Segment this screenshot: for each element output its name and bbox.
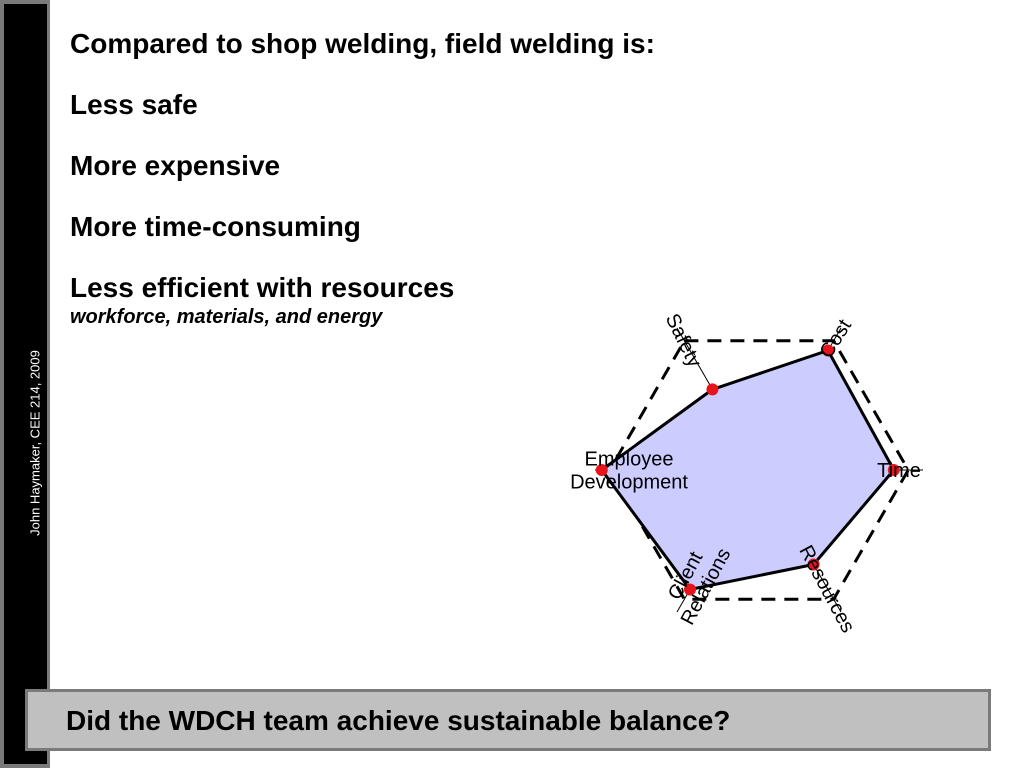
question-bar: Did the WDCH team achieve sustainable ba… (25, 689, 991, 751)
slide-text-block: Compared to shop welding, field welding … (70, 28, 690, 328)
radar-label-resources: Resources (794, 542, 858, 637)
bullet-subnote: workforce, materials, and energy (70, 306, 383, 328)
radar-point-safety (706, 383, 719, 396)
radar-point-employee-development (595, 464, 608, 476)
question-text: Did the WDCH team achieve sustainable ba… (66, 705, 731, 736)
radar-label-line: Resources (794, 542, 858, 637)
sidebar: John Haymaker, CEE 214, 2009 (0, 0, 50, 768)
radar-label-line: Cost (816, 315, 857, 362)
radar-point-cost (822, 344, 835, 357)
radar-label-line: Development (570, 472, 688, 494)
radar-label-line: Time (877, 460, 921, 482)
radar-label-time: Time (877, 460, 921, 482)
radar-points (595, 344, 900, 596)
bullet-more-time-consuming: More time-consuming (70, 211, 361, 242)
radar-point-client-relations (683, 583, 696, 596)
radar-point-resources (807, 558, 820, 571)
radar-label-line: Employee (585, 449, 674, 471)
bullet-more-expensive: More expensive (70, 150, 281, 181)
radar-label-line: Safety (661, 310, 706, 371)
radar-label-cost: Cost (816, 315, 857, 362)
sidebar-credit: John Haymaker, CEE 214, 2009 (27, 350, 43, 536)
radar-label-safety: Safety (661, 310, 706, 371)
radar-point-time (887, 464, 900, 476)
bullet-less-safe: Less safe (70, 89, 198, 120)
bullet-less-efficient: Less efficient with resources (70, 272, 455, 303)
slide-heading: Compared to shop welding, field welding … (70, 28, 655, 59)
